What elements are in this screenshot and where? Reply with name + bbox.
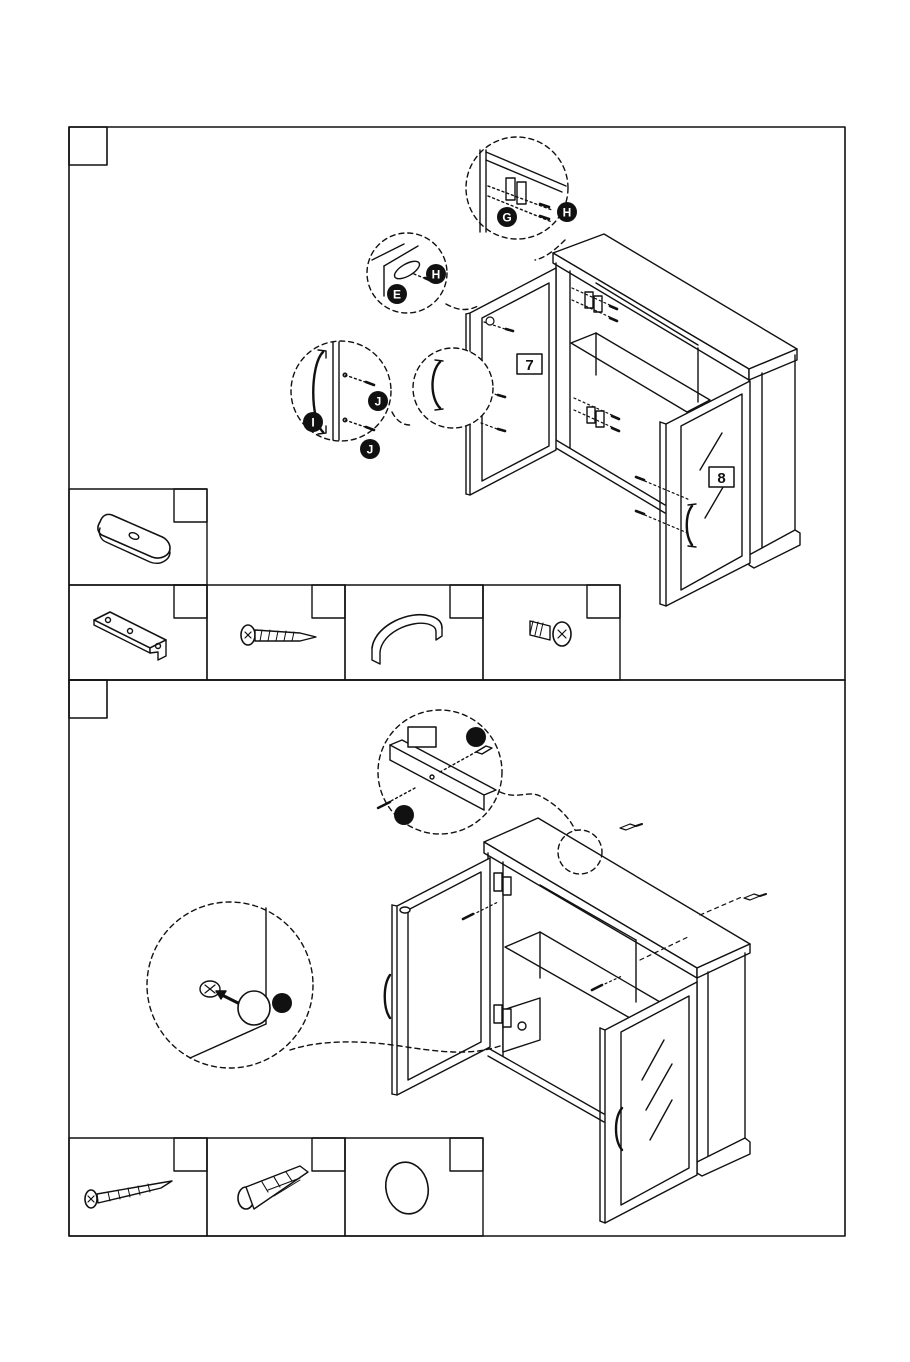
cam-plate-detail-callout [367, 233, 478, 313]
step1-number-box [69, 127, 107, 165]
bumper-pad-icon [381, 1158, 433, 1218]
callout-dot-bumper [272, 993, 292, 1013]
part-box-long-screw [69, 1138, 207, 1236]
callout-j-bottom: J [360, 439, 380, 459]
svg-text:H: H [432, 268, 441, 282]
handle-detail-callout-right [413, 348, 493, 428]
part-box-handle [345, 585, 483, 680]
long-screw-icon [85, 1181, 172, 1208]
panel-label-7: 7 [517, 354, 542, 374]
svg-text:G: G [502, 211, 511, 225]
svg-text:E: E [393, 288, 401, 302]
part-box-bumper-pad [345, 1138, 483, 1236]
part-box-wood-screw [207, 585, 345, 680]
step2-number-box [69, 680, 107, 718]
callout-h-mid: H [426, 264, 446, 284]
wall-mount-label-box [408, 727, 436, 747]
callout-e: E [387, 284, 407, 304]
svg-text:I: I [311, 416, 314, 430]
svg-text:J: J [375, 395, 382, 409]
svg-text:H: H [563, 206, 572, 220]
step2-parts-legend [69, 1138, 483, 1236]
callout-i: I [303, 412, 323, 432]
part-box-wall-anchor [207, 1138, 345, 1236]
part-box-hinge-plate [69, 585, 207, 680]
hinge-detail-callout [466, 137, 568, 260]
bolt-icon [530, 621, 571, 646]
callout-dot-bottom-left [394, 805, 414, 825]
step2-left-door-handle [385, 975, 390, 1018]
callout-j-top: J [368, 391, 388, 411]
door-handle-icon [372, 615, 442, 664]
svg-text:J: J [367, 443, 374, 457]
wood-screw-icon [241, 625, 316, 645]
step1-parts-legend [69, 489, 620, 680]
svg-text:7: 7 [525, 357, 533, 374]
panel-label-8: 8 [709, 467, 734, 487]
step2-right-door [600, 982, 697, 1223]
callout-dot-top-right [466, 727, 486, 747]
wall-anchor-icon [238, 1166, 308, 1209]
part-box-cam-plate [69, 489, 207, 585]
part-box-bolt [483, 585, 620, 680]
step2-left-door [385, 858, 511, 1095]
callout-h-top: H [557, 202, 577, 222]
svg-text:8: 8 [717, 470, 725, 487]
callout-g: G [497, 207, 517, 227]
hinge-plate-icon [94, 612, 166, 660]
cam-plate-icon [98, 514, 170, 563]
